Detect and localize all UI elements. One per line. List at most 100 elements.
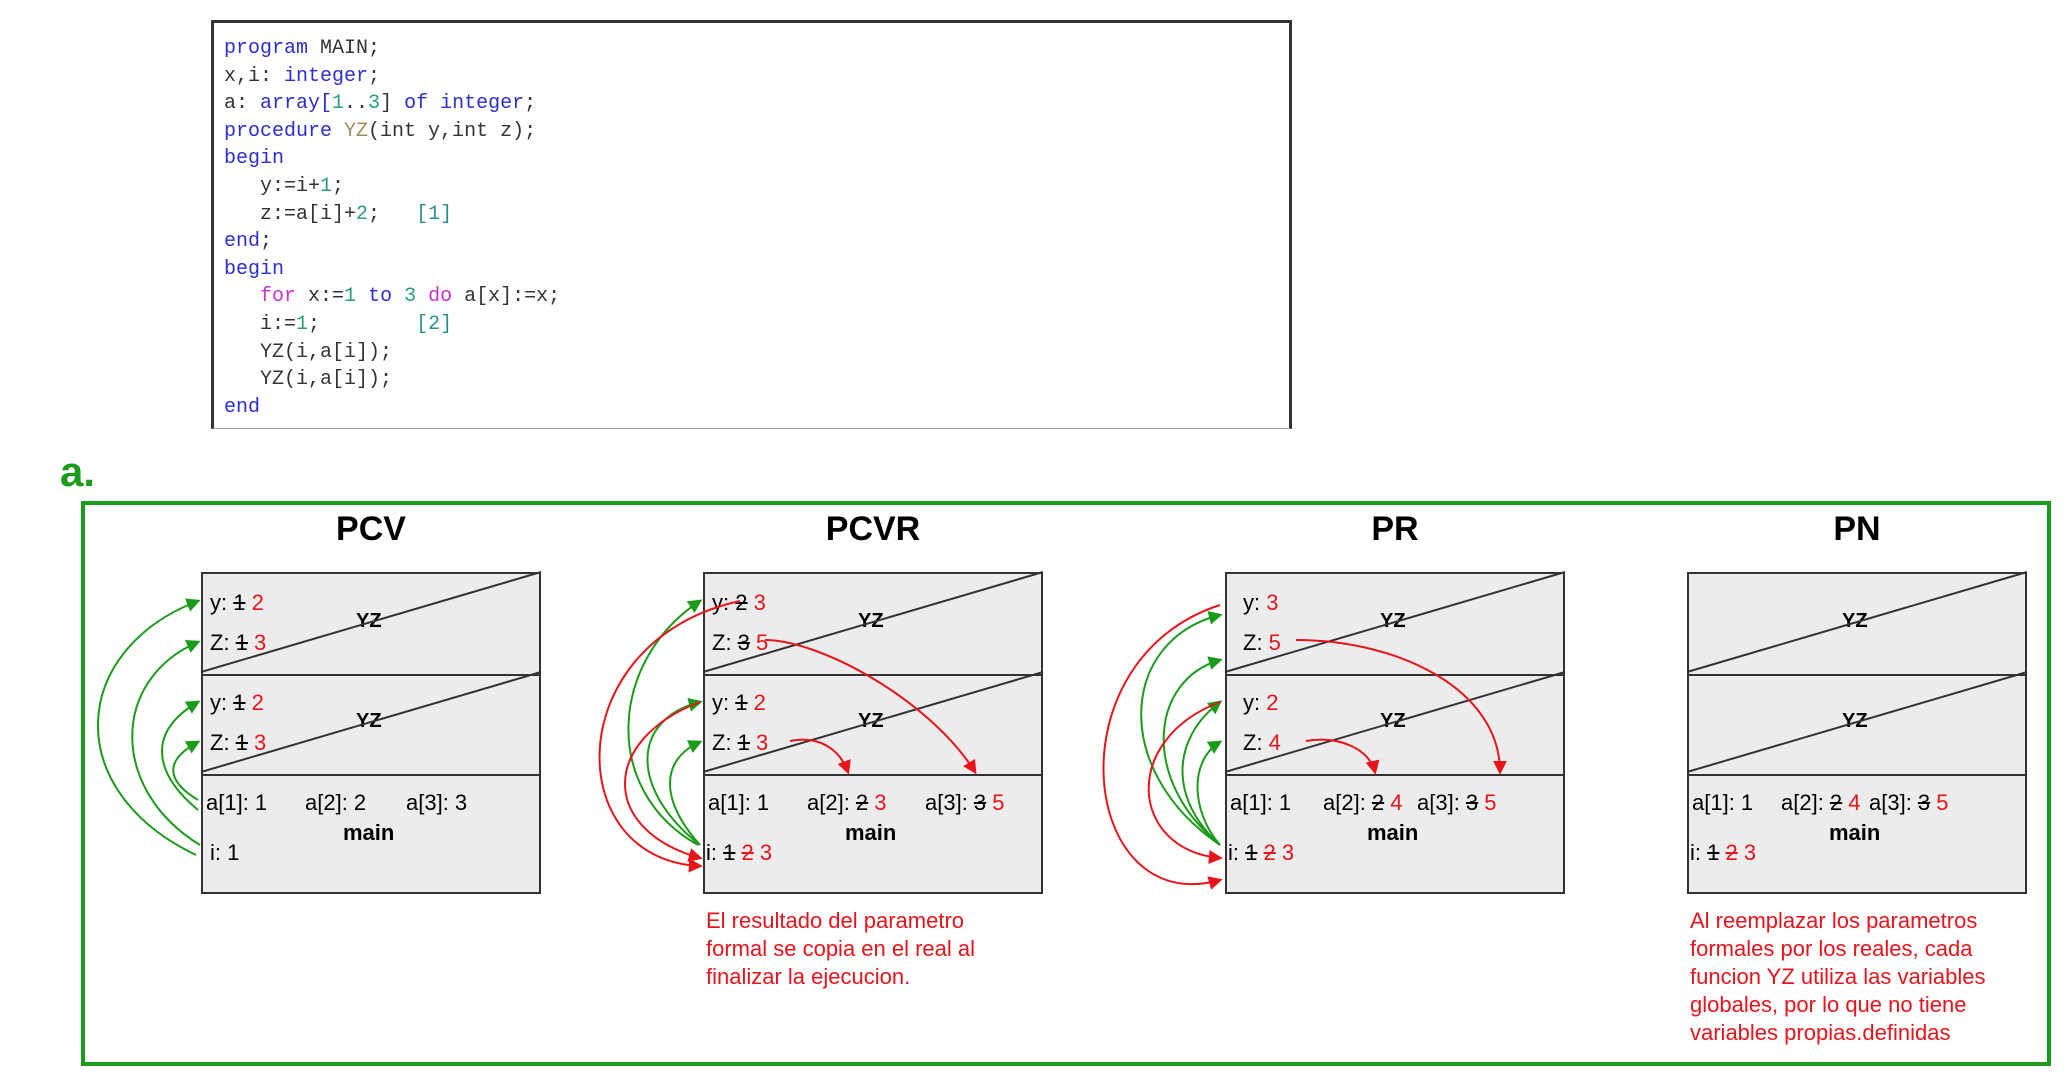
binding-arrow (1140, 610, 1223, 846)
ar-diagonal (702, 671, 1044, 773)
var-value: i: 1 2 3 (706, 840, 773, 865)
row-divider (1689, 774, 2025, 776)
code-line: x,i: integer; (224, 64, 381, 88)
var-value: a[1]: 1 (206, 790, 268, 815)
ar-yz-label: YZ (356, 710, 382, 732)
code-listing: program MAIN; x,i: integer; a: array[1..3]… (211, 20, 1292, 429)
binding-arrow (789, 738, 851, 775)
var-value: a[2]: 2 3 (807, 790, 887, 815)
ar-diagonal (1686, 671, 2028, 773)
code-line: procedure YZ(int y,int z); (224, 119, 537, 143)
memory-stack-box (1687, 572, 2027, 894)
diagram-frame (81, 501, 2051, 1066)
code-line: program MAIN; (224, 37, 381, 60)
panel-note: Al reemplazar los parametros formales po… (1690, 908, 1986, 1045)
var-value: Z: 1 3 (210, 730, 267, 755)
ar-yz-label: YZ (1842, 610, 1868, 632)
ar-yz-label: YZ (1380, 710, 1406, 732)
ar-diagonal (1686, 571, 2028, 673)
row-divider (203, 774, 539, 776)
row-divider (1227, 674, 1563, 676)
var-value: y: 1 2 (210, 590, 264, 615)
var-value: y: 2 (1243, 690, 1279, 715)
binding-arrow (172, 740, 201, 801)
ar-yz-label: YZ (858, 710, 884, 732)
panel-title: PCVR (825, 510, 921, 548)
binding-arrow (1181, 700, 1223, 846)
binding-arrow (161, 700, 201, 811)
main-label: main (845, 820, 897, 845)
binding-arrow (1162, 656, 1223, 846)
var-value: i: 1 2 3 (1690, 840, 1757, 865)
binding-arrow (627, 599, 703, 846)
ar-diagonal (200, 671, 542, 773)
var-value: a[2]: 2 4 (1781, 790, 1861, 815)
ar-diagonal (1224, 671, 1566, 773)
panel-title: PN (1833, 510, 1881, 548)
var-value: y: 1 2 (712, 690, 766, 715)
var-value: a[3]: 3 5 (1869, 790, 1949, 815)
binding-arrow (669, 740, 703, 846)
var-value: a[1]: 1 (1230, 790, 1292, 815)
var-value: i: 1 2 3 (1228, 840, 1295, 865)
binding-arrow (1196, 740, 1223, 846)
section-label: a. (60, 448, 96, 495)
var-value: y: 3 (1243, 590, 1279, 615)
var-value: a[1]: 1 (1692, 790, 1754, 815)
main-label: main (1367, 820, 1419, 845)
var-value: y: 1 2 (210, 690, 264, 715)
binding-arrow (1305, 738, 1380, 775)
var-value: a[3]: 3 5 (1417, 790, 1497, 815)
code-line: begin (224, 147, 285, 171)
ar-diagonal (200, 571, 542, 673)
binding-arrow (97, 598, 201, 856)
ar-diagonal (702, 571, 1044, 673)
main-label: main (1829, 820, 1881, 845)
binding-arrow (1295, 639, 1507, 775)
code-line: y:=i+1; (224, 175, 345, 198)
main-label: main (343, 820, 395, 845)
var-value: a[2]: 2 (305, 790, 367, 815)
binding-arrow (1147, 701, 1223, 864)
binding-arrow (598, 600, 741, 873)
var-value: a[1]: 1 (708, 790, 770, 815)
panel-note: El resultado del parametro formal se cop… (706, 908, 976, 989)
ar-yz-label: YZ (1842, 710, 1868, 732)
ar-diagonal (1224, 571, 1566, 673)
ar-yz-label: YZ (356, 610, 382, 632)
var-value: y: 2 3 (712, 590, 766, 615)
code-line: i:=1; [2] (224, 313, 453, 336)
code-line: begin (224, 257, 285, 281)
code-line: z:=a[i]+2; [1] (224, 202, 453, 226)
row-divider (1227, 774, 1563, 776)
var-value: i: 1 (210, 840, 240, 865)
var-value: a[3]: 3 (406, 790, 468, 815)
binding-arrow (764, 639, 977, 775)
binding-arrow (646, 698, 703, 846)
var-value: Z: 3 5 (712, 630, 769, 655)
ar-yz-label: YZ (858, 610, 884, 632)
code-line: for x:=1 to 3 do a[x]:=x; (260, 285, 561, 309)
code-line: YZ(i,a[i]); (224, 340, 393, 364)
ar-yz-label: YZ (1380, 610, 1406, 632)
var-value: a[2]: 2 4 (1323, 790, 1403, 815)
binding-arrow (1102, 604, 1223, 890)
row-divider (1689, 674, 2025, 676)
code-line: YZ(i,a[i]); (224, 368, 393, 392)
var-value: Z: 4 (1243, 730, 1281, 755)
row-divider (705, 774, 1041, 776)
panel-title: PR (1371, 510, 1419, 548)
var-value: Z: 1 3 (712, 730, 769, 755)
memory-stack-box (1225, 572, 1565, 894)
binding-arrow (624, 701, 703, 862)
row-divider (705, 674, 1041, 676)
var-value: Z: 5 (1243, 630, 1281, 655)
var-value: a[3]: 3 5 (925, 790, 1005, 815)
memory-stack-box (703, 572, 1043, 894)
binding-arrow (131, 640, 201, 846)
code-line: end; (224, 230, 273, 254)
code-line: a: array[1..3] of integer; (224, 92, 537, 116)
panel-title: PCV (336, 510, 406, 548)
memory-stack-box (201, 572, 541, 894)
